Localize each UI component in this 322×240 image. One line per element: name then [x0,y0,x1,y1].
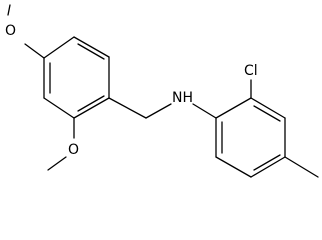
bond-o-ortho-methyl [47,156,67,171]
atom-label-o-para: O [5,23,16,39]
atom-label-nh: NH [172,90,193,106]
bond-ring2-double-3 [253,105,281,122]
bond-ring1-double-1 [77,43,105,60]
structure-canvas: O O NH Cl [5,4,319,178]
bond-ring2-e [250,97,286,119]
bond-ring2-b [215,156,252,178]
bond-o-para-ring [24,43,45,59]
bond-methyl-o-para [7,4,11,16]
bond-ring2-methyl [284,156,319,178]
bond-ring1-double-2 [77,95,105,112]
bond-ch2-nh [145,103,172,119]
bond-ring2-c [250,156,286,178]
bond-ring2-double-2 [253,154,281,171]
bond-ring1-a [43,36,75,59]
molecule-structure: O O NH Cl [5,4,319,178]
bond-nh-ring2 [192,103,217,119]
atom-label-cl: Cl [244,63,258,79]
bond-ring1-b [73,36,110,58]
bond-ring1-d [73,97,110,119]
atom-label-o-ortho: O [68,142,79,158]
bond-ring2-f [215,97,252,119]
bond-ring1-e [43,97,75,119]
bond-ring-ch2 [108,97,147,119]
